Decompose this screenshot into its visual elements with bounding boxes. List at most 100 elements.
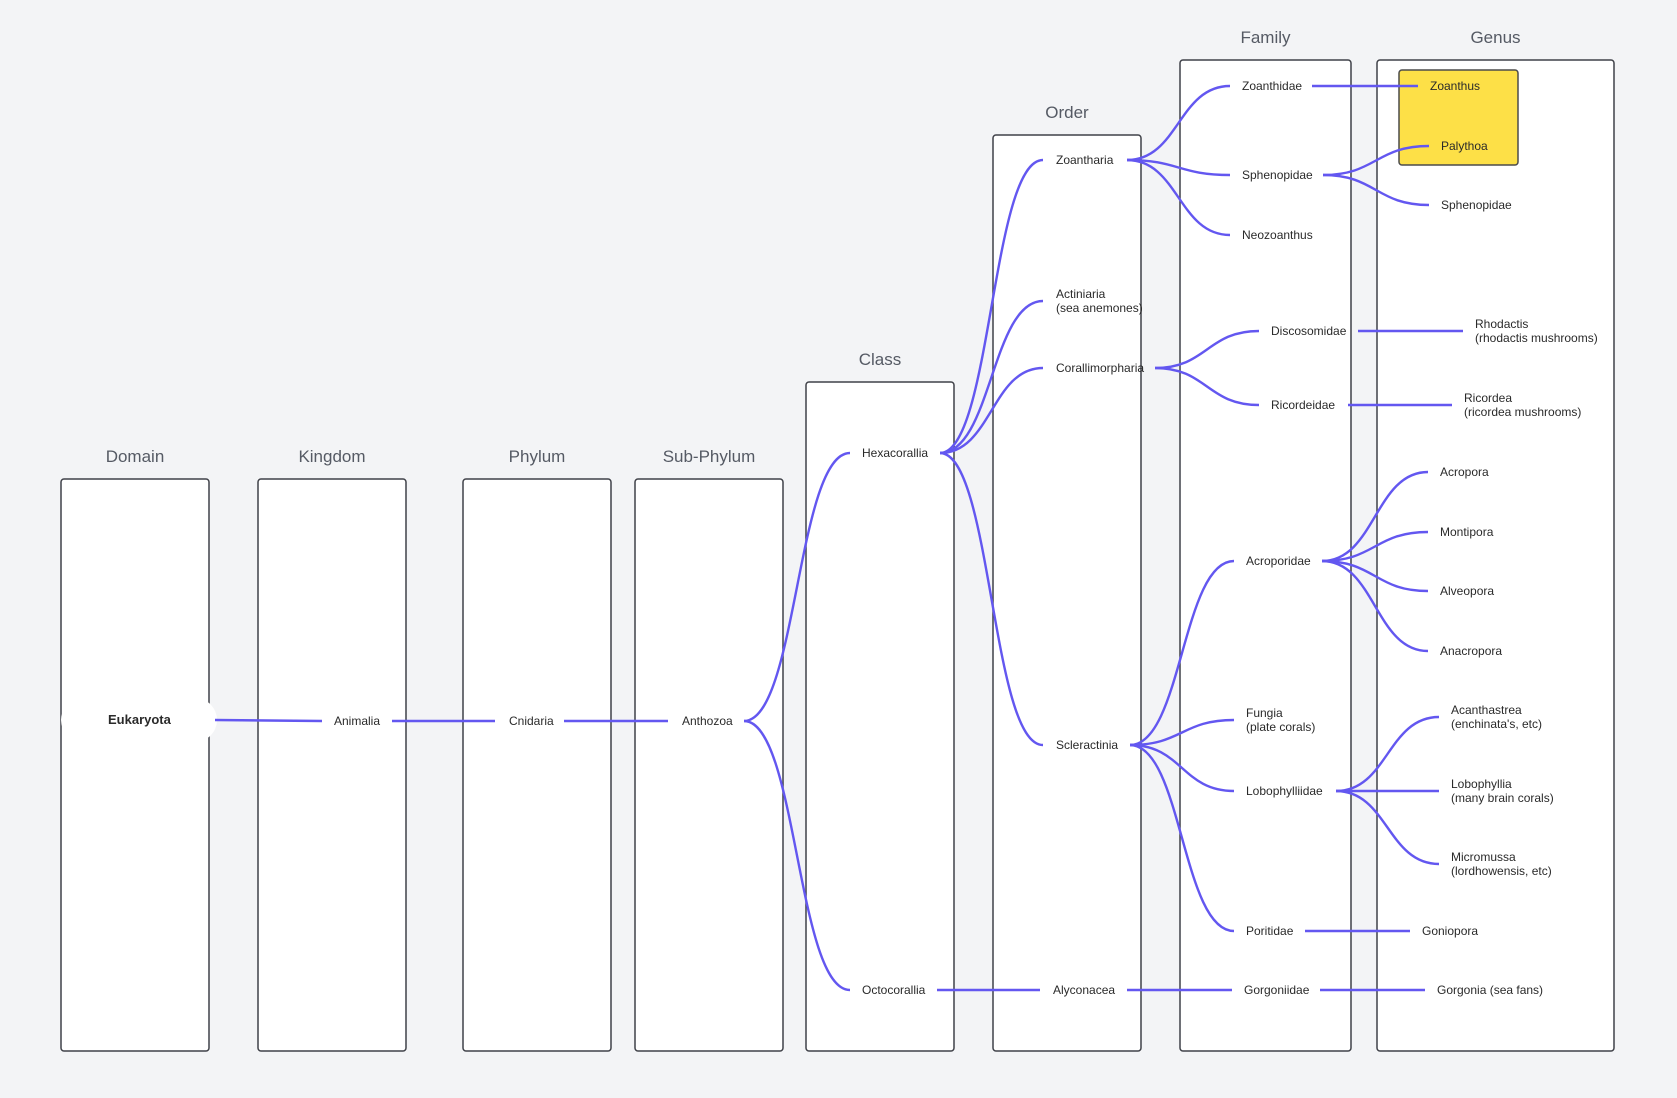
node-palythoa: Palythoa bbox=[1441, 139, 1488, 153]
edge-hexacorallia-corallimorpharia bbox=[939, 366, 1044, 455]
highlight-layer bbox=[1398, 69, 1519, 166]
edge-sphenopidae-fam-sphenopidae-gen bbox=[1322, 173, 1430, 207]
node-label-line: Corallimorpharia bbox=[1056, 361, 1144, 375]
edge-acroporidae-montipora bbox=[1321, 530, 1429, 563]
column-genus bbox=[1376, 59, 1615, 1052]
edge-acroporidae-alveopora bbox=[1321, 559, 1429, 593]
edge-anthozoa-octocorallia bbox=[743, 719, 851, 992]
edge-hexacorallia-actiniaria bbox=[939, 299, 1044, 455]
column-title-family: Family bbox=[1240, 28, 1291, 47]
node-fungia: Fungia(plate corals) bbox=[1246, 706, 1315, 734]
edge-corallimorpharia-discosomidae bbox=[1154, 329, 1260, 370]
column-family bbox=[1179, 59, 1352, 1052]
column-title-kingdom: Kingdom bbox=[298, 447, 365, 466]
node-label-line: Animalia bbox=[334, 714, 380, 728]
node-micromussa: Micromussa(lordhowensis, etc) bbox=[1451, 850, 1552, 878]
node-label-line: (plate corals) bbox=[1246, 720, 1315, 734]
node-zoanthidae: Zoanthidae bbox=[1242, 79, 1302, 93]
node-corallimorpharia: Corallimorpharia bbox=[1056, 361, 1144, 375]
node-label-line: Acropora bbox=[1440, 465, 1489, 479]
node-gorgonia: Gorgonia (sea fans) bbox=[1437, 983, 1543, 997]
node-label-line: Fungia bbox=[1246, 706, 1283, 720]
node-label-line: Micromussa bbox=[1451, 850, 1516, 864]
node-octocorallia: Octocorallia bbox=[862, 983, 926, 997]
node-label-line: (lordhowensis, etc) bbox=[1451, 864, 1552, 878]
node-label-line: Actiniaria bbox=[1056, 287, 1106, 301]
edge-scleractinia-lobophylliidae bbox=[1129, 743, 1235, 793]
node-label-line: (sea anemones) bbox=[1056, 301, 1143, 315]
column-title-domain: Domain bbox=[106, 447, 165, 466]
node-cnidaria: Cnidaria bbox=[509, 714, 554, 728]
node-acropora: Acropora bbox=[1440, 465, 1489, 479]
node-label-line: Acanthastrea bbox=[1451, 703, 1522, 717]
node-hexacorallia: Hexacorallia bbox=[862, 446, 928, 460]
column-domain bbox=[60, 478, 210, 1052]
node-acanthastrea: Acanthastrea(enchinata's, etc) bbox=[1451, 703, 1542, 731]
node-neozoanthus: Neozoanthus bbox=[1242, 228, 1313, 242]
node-anthozoa: Anthozoa bbox=[682, 714, 733, 728]
node-label-line: Zoanthus bbox=[1430, 79, 1480, 93]
node-label-line: Hexacorallia bbox=[862, 446, 928, 460]
node-label-line: (many brain corals) bbox=[1451, 791, 1554, 805]
column-phylum bbox=[462, 478, 612, 1052]
edge-layer bbox=[214, 84, 1463, 992]
column-title-class: Class bbox=[859, 350, 902, 369]
node-zoanthus: Zoanthus bbox=[1430, 79, 1480, 93]
edge-scleractinia-fungia bbox=[1129, 718, 1235, 747]
node-label-line: (ricordea mushrooms) bbox=[1464, 405, 1581, 419]
node-label-line: Palythoa bbox=[1441, 139, 1488, 153]
node-scleractinia: Scleractinia bbox=[1056, 738, 1118, 752]
node-zoantharia: Zoantharia bbox=[1056, 153, 1114, 167]
edge-corallimorpharia-ricordeidae bbox=[1154, 366, 1260, 407]
node-label-line: Alyconacea bbox=[1053, 983, 1115, 997]
column-class bbox=[805, 381, 955, 1052]
edge-lobophylliidae-acanthastrea bbox=[1335, 715, 1440, 793]
node-label-line: Discosomidae bbox=[1271, 324, 1347, 338]
node-label-line: Anacropora bbox=[1440, 644, 1502, 658]
node-label-line: Gorgonia (sea fans) bbox=[1437, 983, 1543, 997]
node-poritidae: Poritidae bbox=[1246, 924, 1294, 938]
node-label-line: Neozoanthus bbox=[1242, 228, 1313, 242]
node-label-line: (enchinata's, etc) bbox=[1451, 717, 1542, 731]
edge-zoantharia-sphenopidae-fam bbox=[1126, 158, 1231, 177]
edge-lobophylliidae-micromussa bbox=[1335, 789, 1440, 866]
edge-anthozoa-hexacorallia bbox=[743, 451, 851, 723]
edge-hexacorallia-zoantharia bbox=[939, 158, 1044, 455]
node-ricordea: Ricordea(ricordea mushrooms) bbox=[1464, 391, 1581, 419]
node-label-line: Poritidae bbox=[1246, 924, 1294, 938]
node-acroporidae: Acroporidae bbox=[1246, 554, 1311, 568]
node-label-line: Sphenopidae bbox=[1441, 198, 1512, 212]
node-label-line: Octocorallia bbox=[862, 983, 926, 997]
node-label-line: (rhodactis mushrooms) bbox=[1475, 331, 1598, 345]
node-animalia: Animalia bbox=[334, 714, 380, 728]
node-label-line: Ricordea bbox=[1464, 391, 1512, 405]
column-subphylum bbox=[634, 478, 784, 1052]
highlight-box bbox=[1398, 69, 1519, 166]
eukaryota-node-shape bbox=[61, 698, 217, 742]
node-label-line: Scleractinia bbox=[1056, 738, 1118, 752]
edge-zoantharia-zoanthidae bbox=[1126, 84, 1231, 162]
node-label-line: Gorgoniidae bbox=[1244, 983, 1310, 997]
column-order bbox=[992, 134, 1142, 1052]
node-label-line: Cnidaria bbox=[509, 714, 554, 728]
column-title-order: Order bbox=[1045, 103, 1089, 122]
node-label-line: Montipora bbox=[1440, 525, 1494, 539]
edge-acroporidae-anacropora bbox=[1321, 559, 1429, 653]
node-lobophylliidae: Lobophylliidae bbox=[1246, 784, 1323, 798]
edge-scleractinia-poritidae bbox=[1129, 743, 1235, 933]
column-title-phylum: Phylum bbox=[509, 447, 566, 466]
node-lobophyllia: Lobophyllia(many brain corals) bbox=[1451, 777, 1554, 805]
node-alyconacea: Alyconacea bbox=[1053, 983, 1115, 997]
edge-hexacorallia-scleractinia bbox=[939, 451, 1044, 747]
column-kingdom bbox=[257, 478, 407, 1052]
edge-zoantharia-neozoanthus bbox=[1126, 158, 1231, 237]
node-gorgoniidae: Gorgoniidae bbox=[1244, 983, 1310, 997]
node-goniopora: Goniopora bbox=[1422, 924, 1478, 938]
node-alveopora: Alveopora bbox=[1440, 584, 1494, 598]
node-montipora: Montipora bbox=[1440, 525, 1494, 539]
node-label-line: Ricordeidae bbox=[1271, 398, 1335, 412]
node-actiniaria: Actiniaria(sea anemones) bbox=[1056, 287, 1143, 315]
